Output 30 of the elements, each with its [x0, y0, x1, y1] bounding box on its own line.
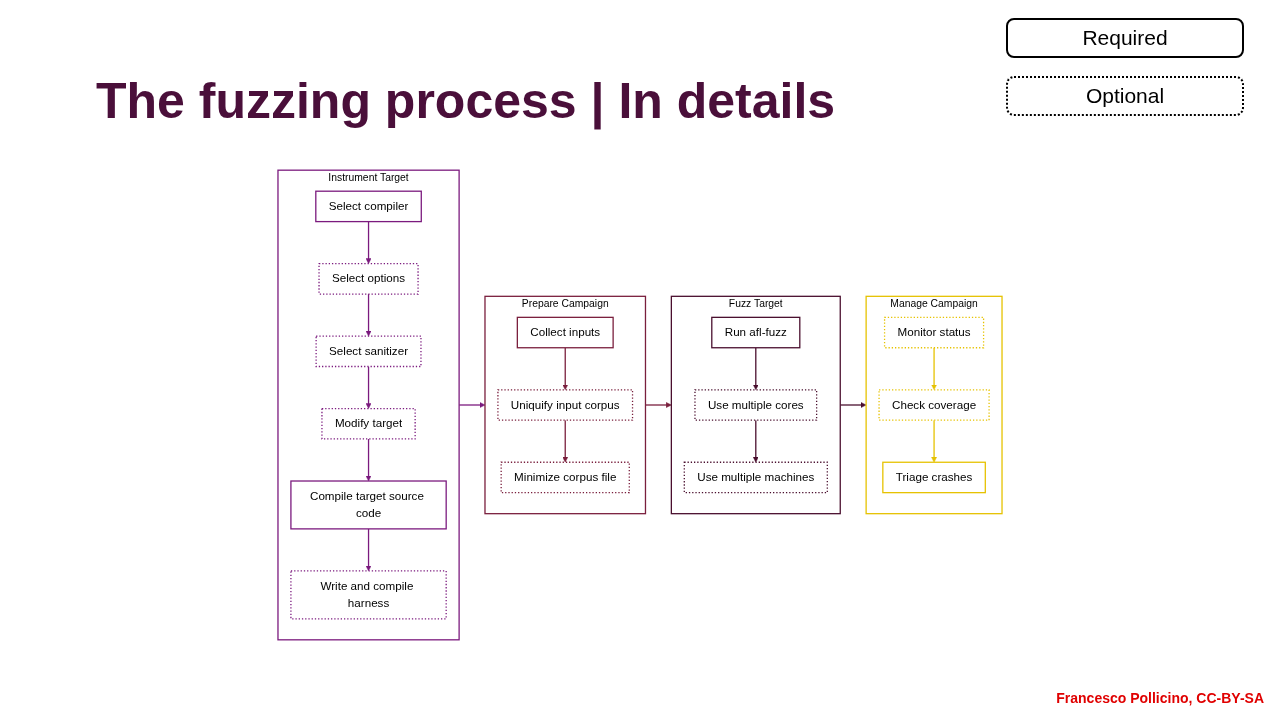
node-box: Minimize corpus file — [500, 461, 630, 494]
node-box: Monitor status — [883, 316, 985, 349]
node-box: Compile target source code — [290, 480, 447, 530]
arrow — [365, 528, 372, 572]
credit-note: Francesco Pollicino, CC-BY-SA — [1056, 690, 1264, 706]
arrow — [365, 365, 372, 409]
arrow — [562, 419, 569, 463]
legend-item: Required — [1006, 18, 1244, 58]
legend-item: Optional — [1006, 76, 1244, 116]
node-box: Collect inputs — [516, 316, 614, 349]
node-box: Modify target — [321, 407, 416, 440]
arrow — [752, 347, 759, 391]
node-box: Select options — [318, 263, 419, 295]
arrow — [752, 419, 759, 463]
arrow — [931, 419, 937, 463]
arrow — [931, 347, 937, 391]
arrow — [365, 438, 372, 482]
node-box: Triage crashes — [882, 461, 986, 494]
node-box: Select sanitizer — [315, 335, 422, 368]
node-box: Write and compile harness — [290, 570, 447, 620]
node-box: Select compiler — [315, 190, 422, 223]
arrow — [365, 293, 372, 337]
arrow — [562, 347, 569, 391]
node-box: Check coverage — [878, 389, 990, 421]
arrow — [365, 220, 372, 264]
slide-title: The fuzzing process | In details — [96, 72, 836, 130]
node-box: Uniquify input corpus — [497, 389, 634, 421]
node-box: Use multiple cores — [694, 389, 818, 421]
node-box: Run afl-fuzz — [711, 316, 801, 349]
node-box: Use multiple machines — [683, 461, 828, 494]
